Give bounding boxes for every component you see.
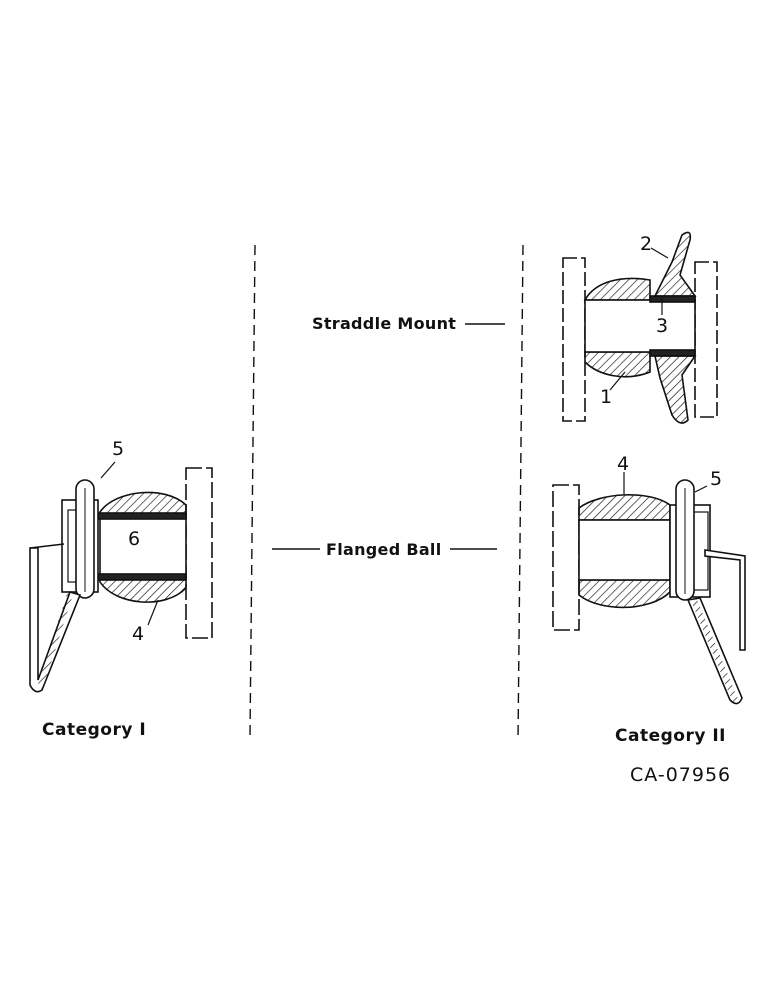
callout-left-4: 4 xyxy=(132,623,145,645)
drawing-code: CA-07956 xyxy=(630,764,732,786)
callout-right-4: 4 xyxy=(617,453,630,475)
callout-straddle-3: 3 xyxy=(656,315,669,337)
flanged-ball-category-1 xyxy=(29,461,213,693)
divider-right xyxy=(517,244,524,741)
callout-straddle-2: 2 xyxy=(640,233,653,255)
divider-left xyxy=(249,244,256,736)
callout-left-6: 6 xyxy=(128,528,141,550)
flanged-ball-category-2 xyxy=(552,472,746,705)
straddle-mount-assembly xyxy=(562,231,718,424)
category-2-label: Category II xyxy=(615,726,726,746)
flanged-ball-label: Flanged Ball xyxy=(326,540,442,559)
callout-left-5: 5 xyxy=(112,438,125,460)
category-1-label: Category I xyxy=(42,720,147,740)
callout-right-5: 5 xyxy=(710,468,723,490)
callout-straddle-1: 1 xyxy=(600,386,613,408)
straddle-mount-label: Straddle Mount xyxy=(312,314,457,333)
